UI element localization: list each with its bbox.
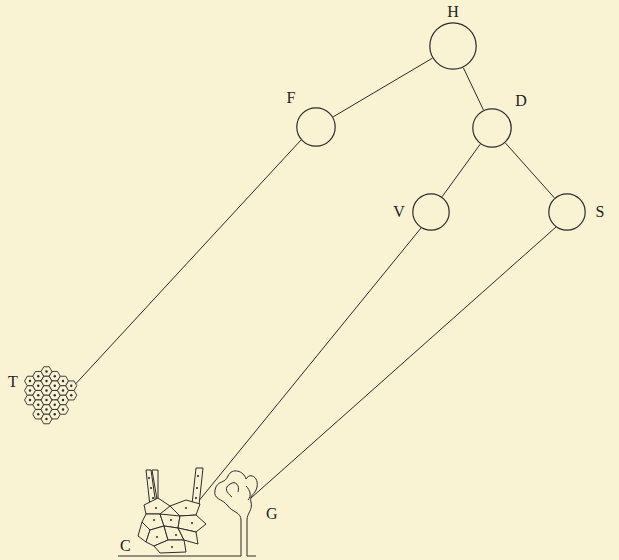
- circle-outline: [472, 108, 512, 148]
- part-letter: C: [120, 538, 131, 554]
- circle-outline: [296, 107, 336, 147]
- part-letter: T: [8, 374, 18, 390]
- blood-cells: [148, 475, 199, 548]
- circle-node: F: [296, 107, 336, 147]
- node-letter: H: [447, 4, 459, 20]
- circle-node: V: [412, 193, 450, 231]
- circle-node: D: [472, 108, 512, 148]
- node-letter: V: [393, 204, 405, 220]
- circle-outline: [412, 193, 450, 231]
- circle-outline: [548, 193, 586, 231]
- tree-connector: [505, 143, 554, 198]
- part-letter: G: [266, 506, 278, 522]
- cell-tissue: [25, 367, 77, 424]
- circle-node: H: [429, 22, 477, 70]
- leader-line: [70, 140, 556, 524]
- circle-outline: [429, 22, 477, 70]
- node-letter: F: [287, 90, 296, 106]
- tree-connector: [333, 58, 432, 117]
- tree-connector: [463, 68, 483, 110]
- gland: [118, 471, 257, 556]
- capillary-network: [138, 468, 206, 553]
- circle-node: S: [548, 193, 586, 231]
- node-letter: S: [596, 204, 605, 220]
- node-letter: D: [515, 93, 527, 109]
- tree-connector: [442, 144, 480, 196]
